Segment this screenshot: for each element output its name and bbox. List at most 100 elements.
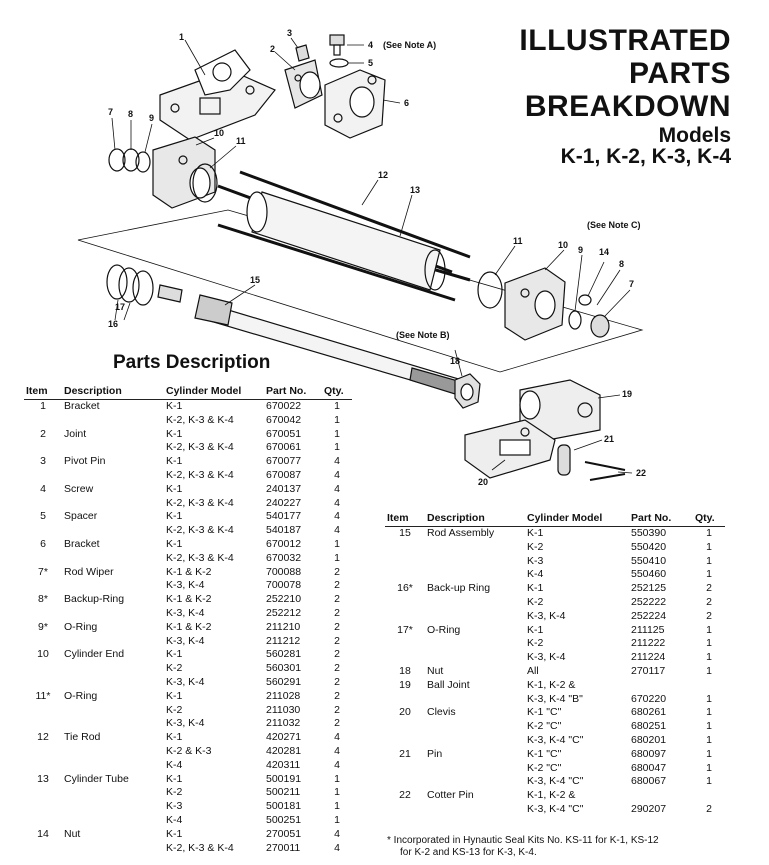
qty-cell: 1 [706, 720, 712, 733]
description-cell [425, 596, 525, 610]
description-cell [425, 803, 525, 817]
description-cell: Cotter Pin [427, 789, 474, 802]
cylinder-tube-13-shape [251, 191, 441, 291]
callout-16: 16 [108, 319, 118, 329]
item-cell: 17* [397, 623, 413, 636]
qty-cell: 1 [706, 747, 712, 760]
part-number-cell: 270117 [631, 664, 666, 677]
item-cell [24, 759, 62, 773]
part-number-cell: 550460 [631, 568, 667, 581]
item-cell: 2 [40, 427, 46, 440]
callout-6: 6 [404, 98, 409, 108]
item-cell: 7* [38, 565, 48, 578]
model-cell: K-3, K-4 [527, 609, 566, 622]
qty-cell: 2 [334, 634, 340, 647]
description-cell: Cylinder Tube [64, 772, 129, 785]
callout-9-right: 9 [578, 245, 583, 255]
item-cell [24, 786, 62, 800]
model-cell: K-1 [527, 527, 544, 539]
item-cell: 15 [399, 527, 411, 539]
model-cell: K-2 [527, 595, 544, 608]
header-qty: Qty. [322, 383, 352, 400]
qty-cell: 2 [334, 606, 340, 619]
part-number-cell: 680097 [631, 747, 667, 760]
qty-cell: 2 [334, 662, 340, 675]
description-cell [62, 717, 164, 731]
description-cell [62, 607, 164, 621]
model-cell: K-1 "C" [527, 747, 562, 760]
model-cell: K-2 "C" [527, 761, 562, 774]
model-cell: K-1 [166, 510, 183, 523]
model-cell: K-3, K-4 [166, 675, 205, 688]
callout-22: 22 [636, 468, 646, 478]
qty-cell: 1 [334, 813, 340, 826]
description-cell: Rod Wiper [64, 565, 114, 578]
part-number-cell: 240227 [266, 496, 302, 509]
part-number-cell: 252212 [266, 606, 302, 619]
bracket-6-shape [324, 69, 386, 139]
model-cell: K-3, K-4 "C" [527, 802, 584, 815]
item-cell [24, 814, 62, 828]
callout-19: 19 [622, 389, 632, 399]
callout-13: 13 [410, 185, 420, 195]
item-cell [24, 552, 62, 566]
qty-cell: 2 [334, 565, 340, 578]
qty-cell: 1 [334, 551, 340, 564]
screw-4-shape [329, 34, 345, 56]
qty-cell: 1 [706, 527, 712, 539]
seal-kit-footnote: * Incorporated in Hynautic Seal Kits No.… [387, 835, 757, 859]
callout-10-top: 10 [214, 128, 224, 138]
item-cell [385, 651, 425, 665]
description-cell [62, 759, 164, 773]
header-model: Cylinder Model [164, 383, 264, 400]
item-cell [24, 607, 62, 621]
qty-cell: 2 [706, 802, 712, 815]
qty-cell: 1 [334, 800, 340, 813]
bracket-1-shape [159, 49, 276, 141]
model-cell: K-1, K-2 & [527, 789, 576, 802]
model-cell: K-2 [527, 637, 544, 650]
part-number-cell: 211125 [631, 623, 665, 636]
ball-joint-19-shape [519, 379, 601, 441]
description-cell: O-Ring [427, 623, 461, 636]
table-header-row: Item Description Cylinder Model Part No.… [385, 510, 725, 527]
qty-cell: 4 [334, 496, 340, 509]
title-line-1: ILLUSTRATED [519, 24, 731, 57]
description-cell: Nut [64, 827, 81, 840]
model-cell: K-2 & K-3 [166, 744, 212, 757]
model-cell: K-3, K-4 [166, 579, 205, 592]
item-cell [385, 568, 425, 582]
part-number-cell: 700088 [266, 565, 302, 578]
assembly-plane [77, 209, 644, 373]
item-cell [24, 800, 62, 814]
part-number-cell: 670012 [266, 537, 302, 550]
description-cell: Pin [427, 747, 443, 760]
callout-21: 21 [604, 434, 614, 444]
part-number-cell: 680261 [631, 706, 667, 719]
clevis-20-shape [464, 419, 556, 479]
part-number-cell: 560291 [266, 675, 302, 688]
qty-cell: 1 [706, 540, 712, 553]
qty-cell: 2 [706, 595, 712, 608]
description-cell: Spacer [64, 510, 98, 523]
part-number-cell: 252224 [631, 609, 667, 622]
description-cell: Bracket [64, 537, 100, 550]
description-cell [62, 635, 164, 649]
model-cell: K-1 [166, 400, 183, 412]
model-cell: K-4 [166, 758, 183, 771]
part-number-cell: 670087 [266, 468, 302, 481]
qty-cell: 1 [706, 706, 712, 719]
qty-cell [693, 679, 725, 693]
title-line-3: BREAKDOWN [524, 90, 731, 123]
callout-17: 17 [115, 302, 125, 312]
description-cell [425, 693, 525, 707]
parts-table-left: Item Description Cylinder Model Part No.… [24, 383, 352, 855]
description-cell: Back-up Ring [427, 582, 491, 595]
